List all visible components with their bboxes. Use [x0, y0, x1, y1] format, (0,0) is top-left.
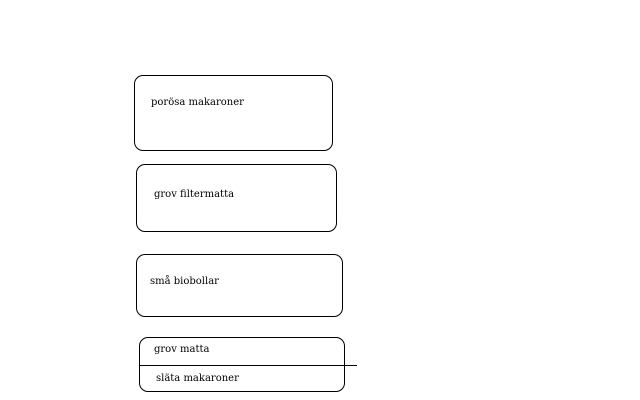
box-grov-filtermatta [136, 164, 337, 232]
label-slata-makaroner: släta makaroner [156, 373, 239, 384]
box-porosa-makaroner [134, 75, 333, 151]
label-porosa-makaroner: porösa makaroner [151, 97, 244, 108]
box-grov-matta-slata-makaroner [139, 337, 345, 392]
divider-line [139, 365, 357, 366]
box-sma-biobollar [136, 254, 343, 317]
label-grov-matta: grov matta [154, 344, 210, 355]
label-grov-filtermatta: grov filtermatta [154, 189, 235, 200]
label-sma-biobollar: små biobollar [150, 276, 219, 287]
